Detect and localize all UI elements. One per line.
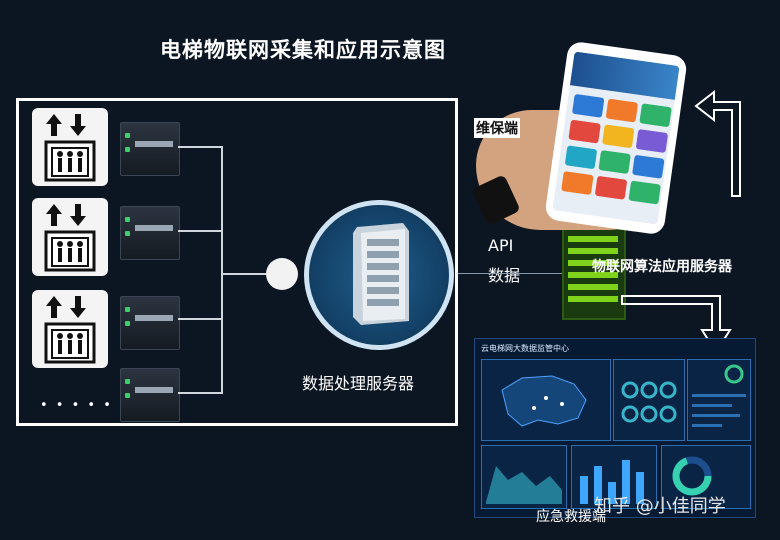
network-hub <box>266 258 298 290</box>
bar-chart-panel <box>571 445 657 509</box>
iot-server-label: 物联网算法应用服务器 <box>592 259 732 275</box>
elevator-icon <box>32 108 108 186</box>
gauge-panel <box>613 359 685 441</box>
stats-panel <box>687 359 751 441</box>
area-chart-panel <box>481 445 567 509</box>
collector-module <box>120 296 180 350</box>
maintenance-phone <box>544 40 688 236</box>
collector-module <box>120 122 180 176</box>
connector-line <box>221 273 269 275</box>
connector-line <box>178 230 222 232</box>
maintenance-label: 维保端 <box>474 118 520 138</box>
elevator-icon <box>32 290 108 368</box>
collector-module <box>120 368 180 422</box>
watermark: 知乎 @小佳同学 <box>594 496 726 517</box>
connector-line <box>178 318 222 320</box>
collector-module <box>120 206 180 260</box>
server-icon <box>353 223 409 325</box>
elevator-icon <box>32 198 108 276</box>
arrow-to-maintenance-icon <box>694 89 741 197</box>
api-link-line <box>458 273 562 274</box>
iot-server-rack <box>562 228 626 320</box>
dashboard-title: 云电梯网大数据监管中心 <box>481 344 569 353</box>
connector-trunk <box>221 146 223 394</box>
processing-server-label: 数据处理服务器 <box>302 374 415 393</box>
api-label: API <box>488 236 514 255</box>
donut-panel <box>661 445 751 509</box>
collection-frame <box>16 98 458 426</box>
processing-server-node <box>304 200 454 350</box>
emergency-label: 应急救援端 <box>536 509 606 525</box>
diagram-title: 电梯物联网采集和应用示意图 <box>160 38 446 62</box>
emergency-dashboard: 云电梯网大数据监管中心 <box>474 338 756 518</box>
connector-line <box>178 392 222 394</box>
data-label: 数据 <box>488 266 521 285</box>
more-dots: • • • • • • <box>40 398 129 413</box>
map-panel <box>481 359 611 441</box>
connector-line <box>178 146 222 148</box>
